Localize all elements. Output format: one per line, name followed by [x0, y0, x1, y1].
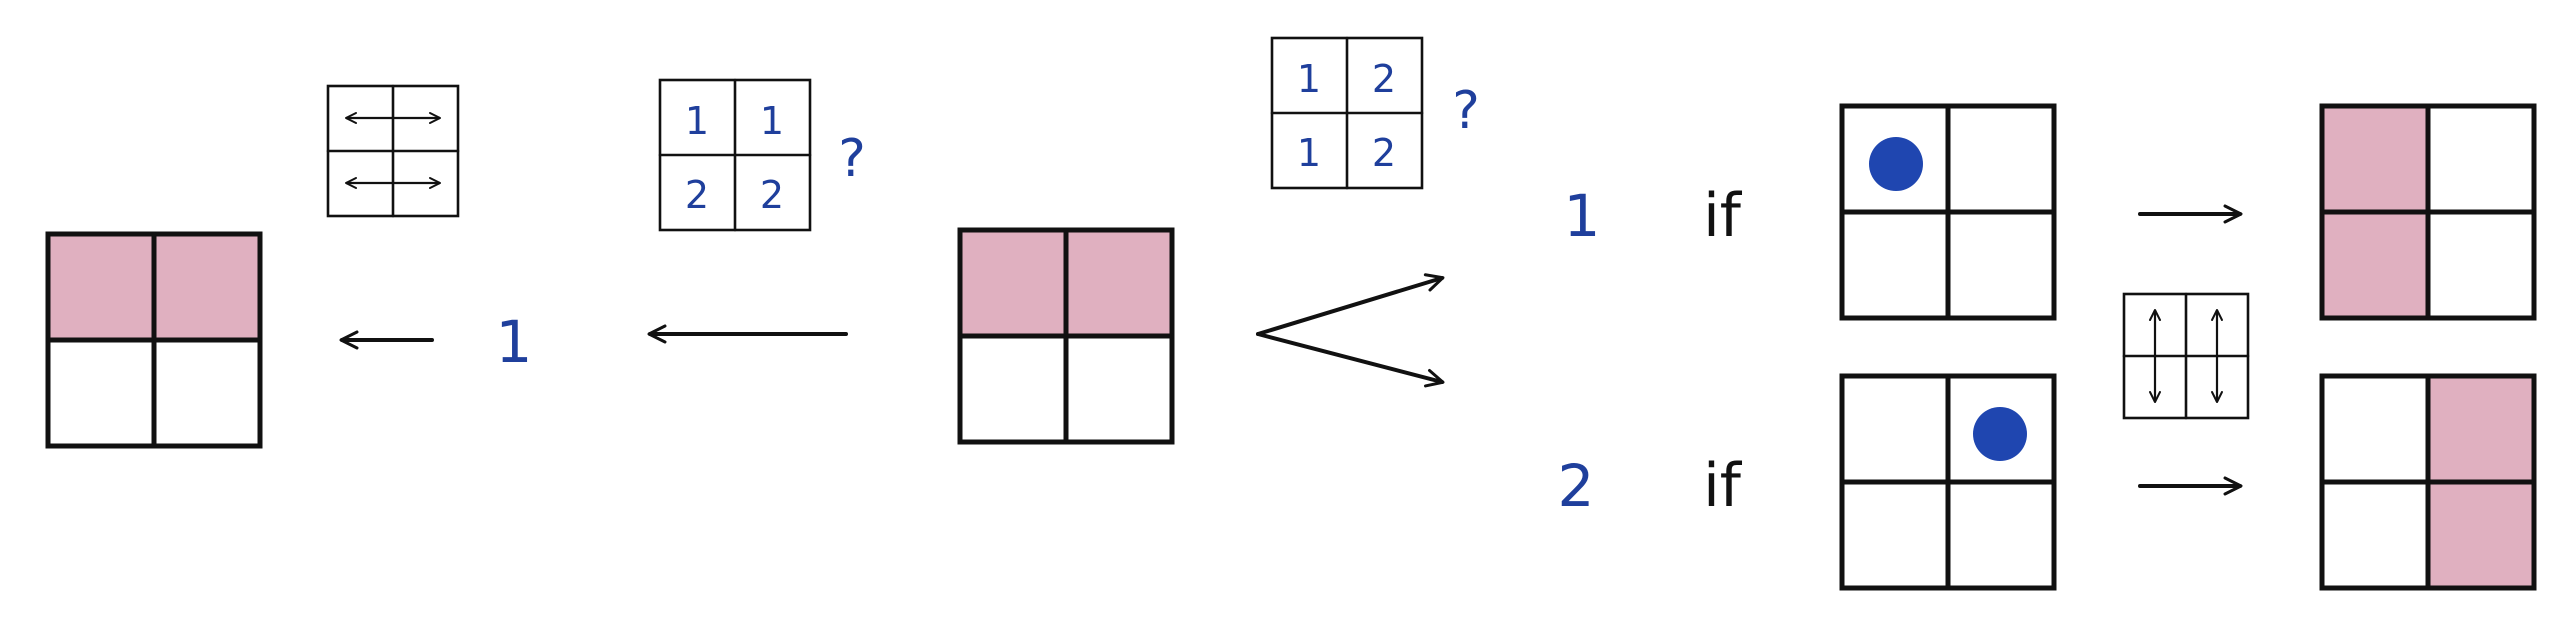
result-grid-top-row — [45, 231, 263, 449]
pink-cell-bottom-right — [2428, 484, 2532, 590]
left-right-arrow-icon — [326, 84, 460, 218]
up-down-arrow-icon — [2122, 292, 2250, 420]
case-2-condition-grid — [1839, 373, 2057, 591]
pink-cell-top-left — [2322, 108, 2426, 214]
label-grid-columns: 1 2 1 2 — [1270, 36, 1424, 190]
case-1-condition-grid — [1839, 103, 2057, 321]
case-1-number: 1 — [1564, 182, 1601, 250]
source-grid-top-row — [957, 227, 1175, 445]
pink-cell-top-right — [2428, 378, 2532, 484]
pink-cell-top-right — [1066, 232, 1174, 336]
cell-label: 2 — [685, 173, 709, 217]
cell-label: 2 — [760, 173, 784, 217]
question-mark-left: ? — [838, 129, 866, 189]
question-mark-right: ? — [1452, 81, 1480, 141]
cell-label: 1 — [685, 99, 709, 143]
pink-cell-top-left — [46, 236, 154, 340]
cell-label: 2 — [1372, 131, 1396, 175]
label-grid-rows: 1 1 2 2 — [658, 78, 812, 232]
case-2-number: 2 — [1558, 452, 1595, 520]
left-step-number: 1 — [496, 308, 533, 376]
case-1-result-grid — [2319, 103, 2537, 321]
branch-arrows — [1256, 273, 1445, 388]
cell-label: 1 — [760, 99, 784, 143]
case-1-if: if — [1703, 181, 1743, 251]
case-2-if: if — [1703, 451, 1743, 521]
case-2-result-grid — [2319, 373, 2537, 591]
dot-marker — [1869, 137, 1923, 191]
pink-cell-top-left — [958, 232, 1066, 336]
dot-marker — [1973, 407, 2027, 461]
cell-label: 1 — [1297, 131, 1321, 175]
pink-cell-top-right — [154, 236, 262, 340]
cell-label: 1 — [1297, 57, 1321, 101]
pink-cell-bottom-left — [2322, 214, 2426, 320]
cell-label: 2 — [1372, 57, 1396, 101]
